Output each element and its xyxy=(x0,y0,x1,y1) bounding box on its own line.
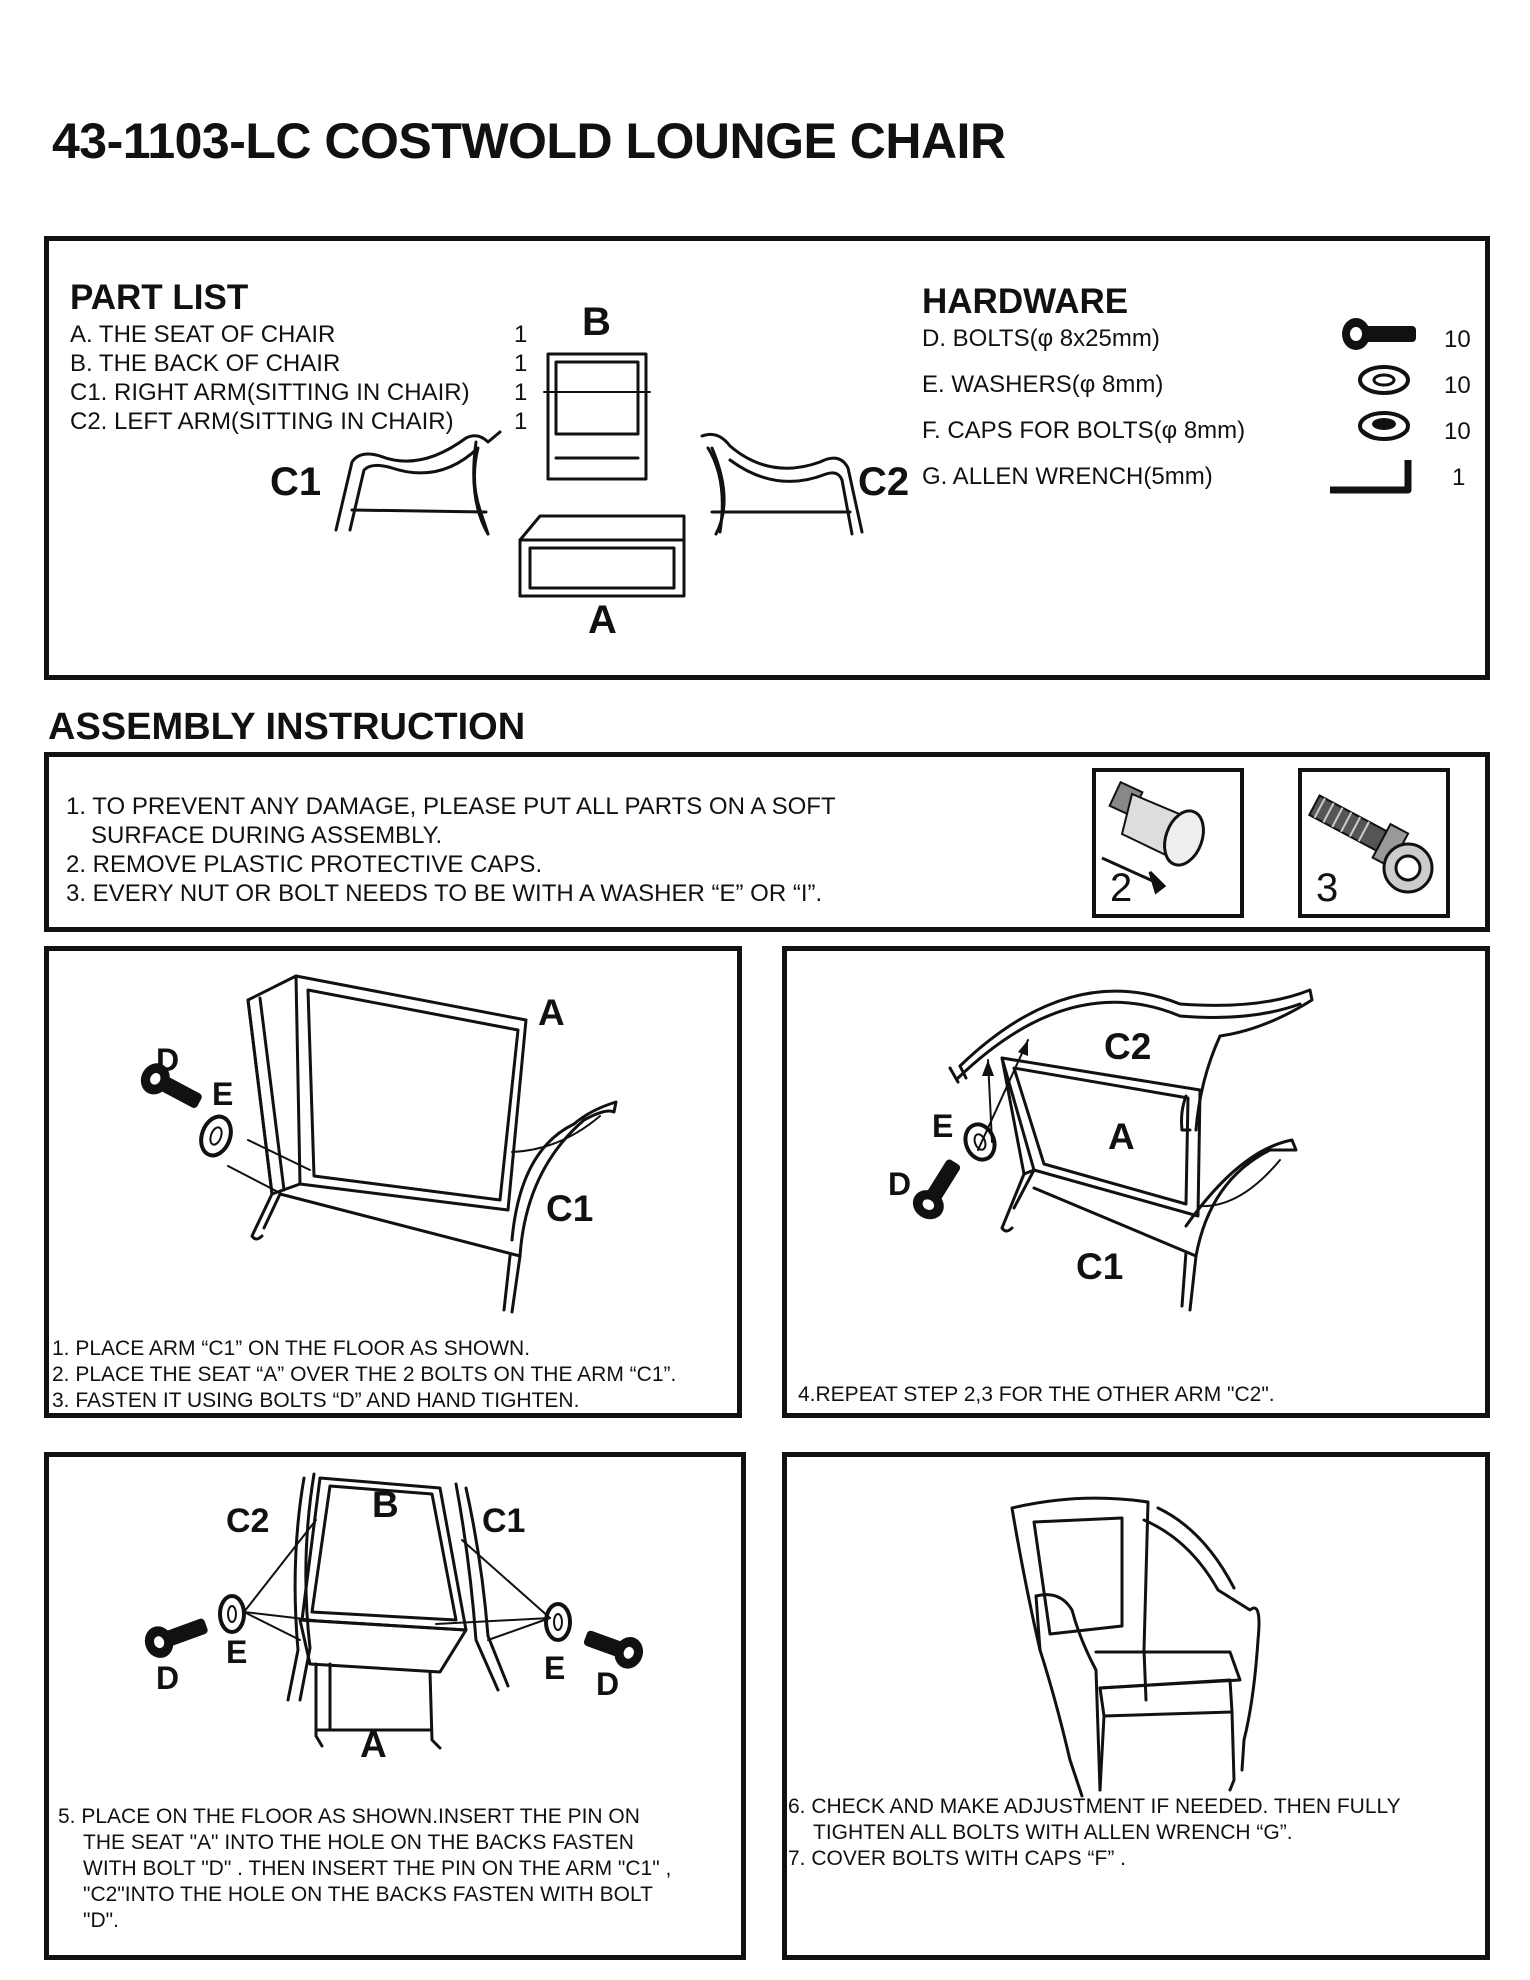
parts-hardware-box xyxy=(44,236,1490,680)
step-2-label-c2: C2 xyxy=(1104,1026,1152,1067)
step-3-label-e-left: E xyxy=(226,1634,248,1670)
assembly-note: 3. EVERY NUT OR BOLT NEEDS TO BE WITH A … xyxy=(66,880,823,907)
step-3-label-d-left: D xyxy=(156,1660,180,1696)
step-2-label-c1: C1 xyxy=(1076,1246,1124,1287)
hardware-qty: 10 xyxy=(1444,418,1471,445)
step-instruction: 1. PLACE ARM “C1” ON THE FLOOR AS SHOWN. xyxy=(52,1337,531,1360)
step-1-label-a: A xyxy=(538,992,565,1033)
diagram-label-a: A xyxy=(588,598,617,642)
hardware-qty: 10 xyxy=(1444,372,1471,399)
hardware-heading: HARDWARE xyxy=(922,282,1129,321)
part-list-heading: PART LIST xyxy=(70,278,249,317)
note-image-number: 2 xyxy=(1110,866,1133,910)
cap-removal-illustration xyxy=(1101,780,1205,895)
assembly-notes: 1. TO PREVENT ANY DAMAGE, PLEASE PUT ALL… xyxy=(66,792,836,908)
hardware-item-washers: E. WASHERS(φ 8mm) xyxy=(922,371,1164,398)
part-list-item: C1. RIGHT ARM(SITTING IN CHAIR)1 xyxy=(70,379,528,406)
bolt-washer-illustration xyxy=(1307,794,1434,894)
step-1-label-d: D xyxy=(156,1042,180,1078)
allen-wrench-icon xyxy=(1330,460,1412,494)
step-2-text: 4.REPEAT STEP 2,3 FOR THE OTHER ARM "C2"… xyxy=(798,1382,1275,1408)
page-title: 43-1103-LC COSTWOLD LOUNGE CHAIR xyxy=(52,113,1006,169)
note-image-number: 3 xyxy=(1316,866,1339,910)
step-panel-4 xyxy=(782,1452,1490,1960)
step-3-label-b: B xyxy=(372,1484,399,1525)
diagram-label-b: B xyxy=(582,300,611,344)
hardware-item-caps: F. CAPS FOR BOLTS(φ 8mm) xyxy=(922,417,1246,444)
step-instruction: 6. CHECK AND MAKE ADJUSTMENT IF NEEDED. … xyxy=(788,1795,1401,1818)
step-1-text: 1. PLACE ARM “C1” ON THE FLOOR AS SHOWN.… xyxy=(52,1336,676,1414)
step-instruction: 5. PLACE ON THE FLOOR AS SHOWN.INSERT TH… xyxy=(58,1805,640,1828)
step-3-text: 5. PLACE ON THE FLOOR AS SHOWN.INSERT TH… xyxy=(58,1804,671,1934)
step-instruction: 7. COVER BOLTS WITH CAPS “F” . xyxy=(788,1847,1126,1870)
step-3-label-c1: C1 xyxy=(482,1502,526,1540)
diagram-label-c2: C2 xyxy=(858,460,910,504)
step-instruction: "D". xyxy=(83,1909,119,1932)
hardware-item-allen-wrench: G. ALLEN WRENCH(5mm) xyxy=(922,463,1213,490)
step-instruction: 4.REPEAT STEP 2,3 FOR THE OTHER ARM "C2"… xyxy=(798,1383,1275,1406)
assembly-notes-box xyxy=(44,752,1490,932)
step-instruction: "C2"INTO THE HOLE ON THE BACKS FASTEN WI… xyxy=(83,1883,653,1906)
assembly-heading: ASSEMBLY INSTRUCTION xyxy=(48,706,526,748)
washer-icon xyxy=(1358,365,1410,395)
part-list-item: C2. LEFT ARM(SITTING IN CHAIR)1 xyxy=(70,408,528,435)
step-instruction: THE SEAT "A" INTO THE HOLE ON THE BACKS … xyxy=(83,1831,634,1854)
cap-icon xyxy=(1358,411,1410,441)
step-instruction: 3. FASTEN IT USING BOLTS “D” AND HAND TI… xyxy=(52,1389,580,1412)
bolt-icon xyxy=(1342,318,1416,350)
assembly-note: 1. TO PREVENT ANY DAMAGE, PLEASE PUT ALL… xyxy=(66,793,836,820)
step-3-label-c2: C2 xyxy=(226,1502,270,1540)
step-2-label-a: A xyxy=(1108,1116,1135,1157)
assembly-note: 2. REMOVE PLASTIC PROTECTIVE CAPS. xyxy=(66,851,543,878)
step-instruction: WITH BOLT "D" . THEN INSERT THE PIN ON T… xyxy=(83,1857,672,1880)
hardware-qty: 10 xyxy=(1444,326,1471,353)
step-3-label-e-right: E xyxy=(544,1650,566,1686)
assembly-note: SURFACE DURING ASSEMBLY. xyxy=(91,822,443,849)
step-2-label-d: D xyxy=(888,1166,912,1202)
hardware-qty: 1 xyxy=(1452,464,1466,491)
step-1-label-c1: C1 xyxy=(546,1188,594,1229)
step-2-label-e: E xyxy=(932,1108,954,1144)
step-3-label-a: A xyxy=(360,1724,387,1765)
step-1-label-e: E xyxy=(212,1076,234,1112)
step-3-label-d-right: D xyxy=(596,1666,620,1702)
step-4-text: 6. CHECK AND MAKE ADJUSTMENT IF NEEDED. … xyxy=(788,1794,1401,1872)
diagram-label-c1: C1 xyxy=(270,460,322,504)
step-instruction: 2. PLACE THE SEAT “A” OVER THE 2 BOLTS O… xyxy=(52,1363,677,1386)
step-instruction: TIGHTEN ALL BOLTS WITH ALLEN WRENCH “G”. xyxy=(813,1821,1293,1844)
hardware-item-bolts: D. BOLTS(φ 8x25mm) xyxy=(922,325,1160,352)
